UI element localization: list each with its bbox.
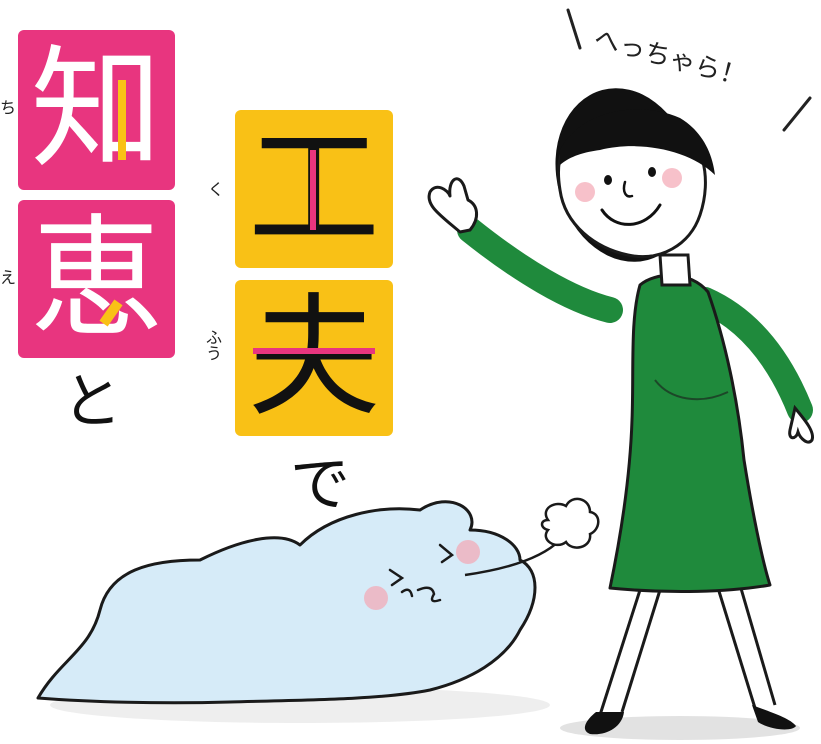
ruby-e: え bbox=[0, 268, 17, 287]
cushion-mouth bbox=[400, 586, 442, 603]
title-glyph-fuu: 夫 bbox=[248, 281, 380, 435]
eye-right bbox=[648, 167, 656, 177]
ruby-ku: く bbox=[208, 180, 225, 199]
hair-fringe bbox=[560, 109, 715, 175]
smile bbox=[600, 203, 662, 226]
particle-de: で bbox=[290, 450, 350, 520]
raised-hand bbox=[427, 177, 478, 234]
title-tile-ku: 工 bbox=[235, 110, 393, 268]
ruby-chi: ち bbox=[0, 98, 17, 117]
cushion-eye-left bbox=[388, 568, 405, 587]
dress bbox=[608, 273, 772, 594]
accent-bar-fuu bbox=[253, 348, 375, 354]
cushion-cheek-right bbox=[456, 540, 480, 564]
right-shoe bbox=[752, 705, 796, 730]
raised-arm-sleeve bbox=[457, 217, 623, 323]
ruby-fuu: ふう bbox=[205, 328, 222, 363]
eye-left bbox=[604, 175, 612, 185]
cheek-left bbox=[575, 182, 595, 202]
speech-stroke-left bbox=[566, 8, 582, 50]
right-leg-inner bbox=[716, 587, 757, 709]
title-tile-e: 恵 bbox=[18, 200, 175, 358]
particle-to: と bbox=[62, 367, 122, 437]
left-leg-outline bbox=[598, 589, 642, 716]
cushion bbox=[36, 500, 537, 705]
lowered-arm-sleeve bbox=[692, 287, 813, 423]
title-tile-fuu: 夫 bbox=[235, 280, 393, 436]
cushion-cheek-left bbox=[364, 586, 388, 610]
title-glyph-e: 恵 bbox=[30, 202, 163, 356]
cushion-eye-right bbox=[438, 543, 455, 564]
accent-bar-ku bbox=[310, 150, 316, 230]
title-tile-chi: 知 bbox=[18, 30, 175, 190]
puff-cloud bbox=[540, 497, 600, 549]
title-glyph-chi: 知 bbox=[30, 33, 163, 187]
neck bbox=[658, 253, 692, 287]
cheek-right bbox=[662, 168, 682, 188]
right-leg-outline bbox=[738, 584, 777, 706]
speech-stroke-right bbox=[782, 96, 812, 132]
nose bbox=[622, 180, 634, 198]
dress-waist-line bbox=[654, 379, 729, 401]
puff-line bbox=[464, 539, 561, 577]
lowered-hand bbox=[788, 404, 815, 444]
left-leg-inner bbox=[620, 589, 662, 713]
accent-bar-chi bbox=[118, 80, 126, 160]
left-shoe bbox=[584, 712, 624, 735]
